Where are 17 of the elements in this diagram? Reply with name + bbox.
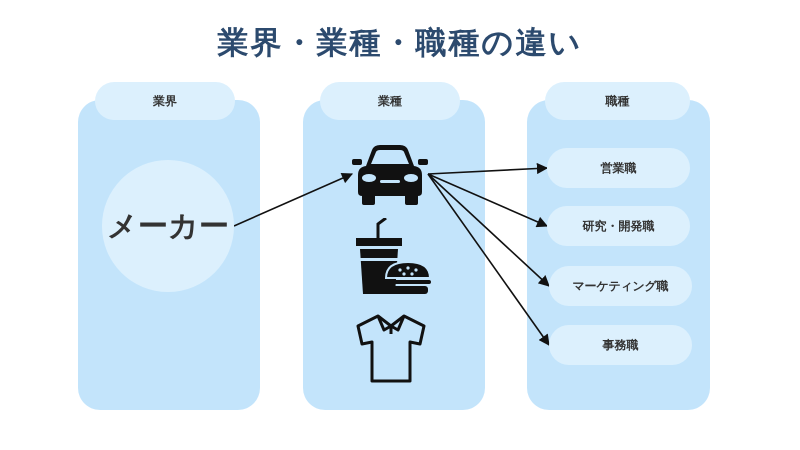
job-pill: マーケティング職 <box>549 266 692 306</box>
column-heading: 業界 <box>95 82 235 120</box>
shirt-icon <box>354 312 428 384</box>
food-icon <box>354 218 432 296</box>
job-pill: 営業職 <box>547 148 690 188</box>
arrow <box>428 173 548 228</box>
arrow <box>427 173 550 287</box>
arrow <box>427 174 550 346</box>
arrow <box>428 162 548 175</box>
arrow <box>234 172 354 227</box>
diagram-title: 業界・業種・職種の違い <box>216 24 584 63</box>
car-icon <box>352 142 428 206</box>
column-heading: 職種 <box>545 82 690 120</box>
job-pill: 研究・開発職 <box>547 206 690 246</box>
circle-node: メーカー <box>102 160 234 292</box>
column-heading: 業種 <box>320 82 460 120</box>
job-pill: 事務職 <box>549 325 692 365</box>
